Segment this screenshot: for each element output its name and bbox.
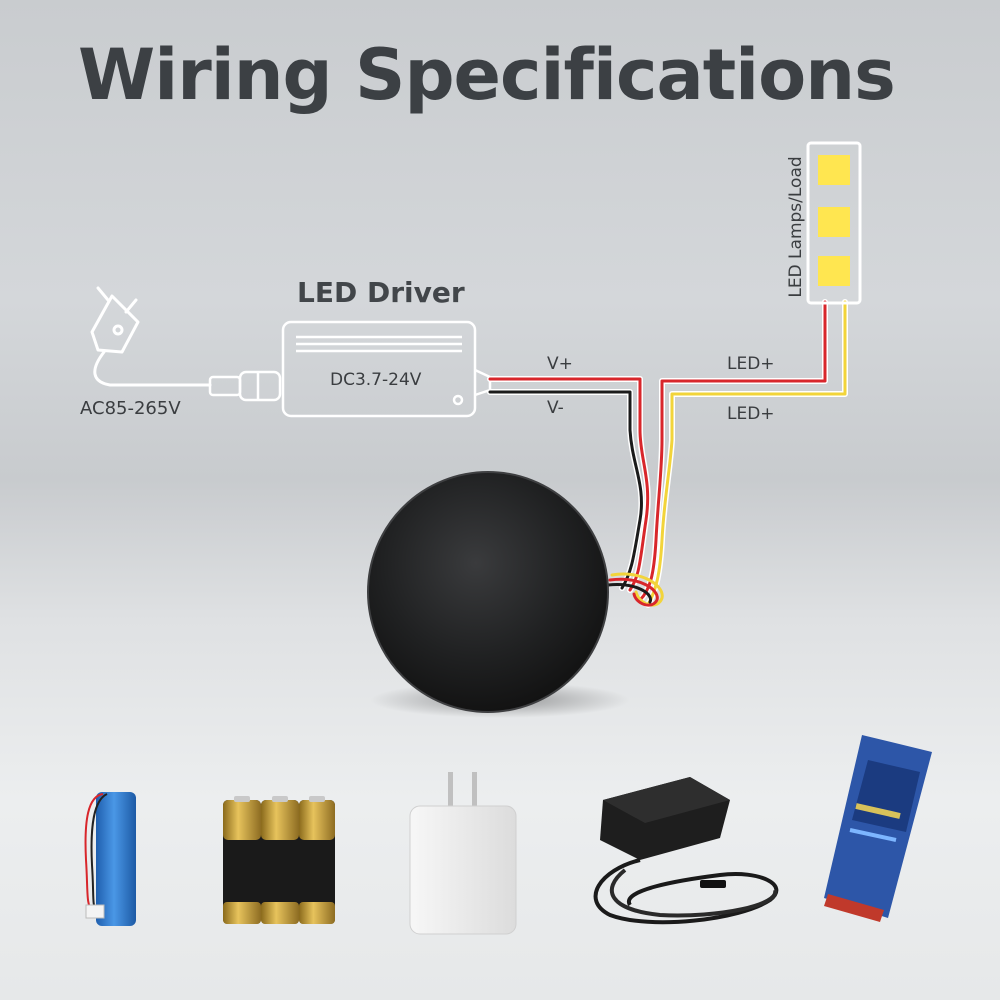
round-touch-controller — [368, 472, 608, 712]
led-lamp-strip-icon — [806, 141, 862, 305]
wire-led-plus-yellow — [645, 299, 848, 608]
driver-voltage-spec: DC3.7-24V — [330, 370, 422, 390]
v-minus-label: V- — [547, 398, 564, 418]
input-voltage-label: AC85-265V — [80, 398, 181, 419]
input-connector — [208, 370, 282, 402]
page-title: Wiring Specifications — [78, 34, 896, 116]
led-driver-box — [281, 320, 492, 418]
v-plus-label: V+ — [547, 354, 573, 374]
led-plus-red-label: LED+ — [727, 354, 775, 374]
wire-v-plus — [487, 376, 651, 593]
aa-batteries-icon — [223, 796, 335, 924]
switching-power-supply-icon — [824, 735, 932, 922]
wire-led-plus-red — [637, 299, 828, 603]
driver-title: LED Driver — [297, 276, 465, 309]
wire-v-minus — [487, 389, 645, 591]
dc-wall-adapter-icon — [593, 777, 779, 925]
wire-bundle-loop — [606, 572, 664, 607]
led-load-label: LED Lamps/Load — [786, 156, 806, 298]
usb-power-adapter-icon — [409, 772, 517, 935]
li-ion-battery-icon — [84, 792, 136, 926]
power-plug-icon — [90, 286, 212, 387]
led-plus-yellow-label: LED+ — [727, 404, 775, 424]
